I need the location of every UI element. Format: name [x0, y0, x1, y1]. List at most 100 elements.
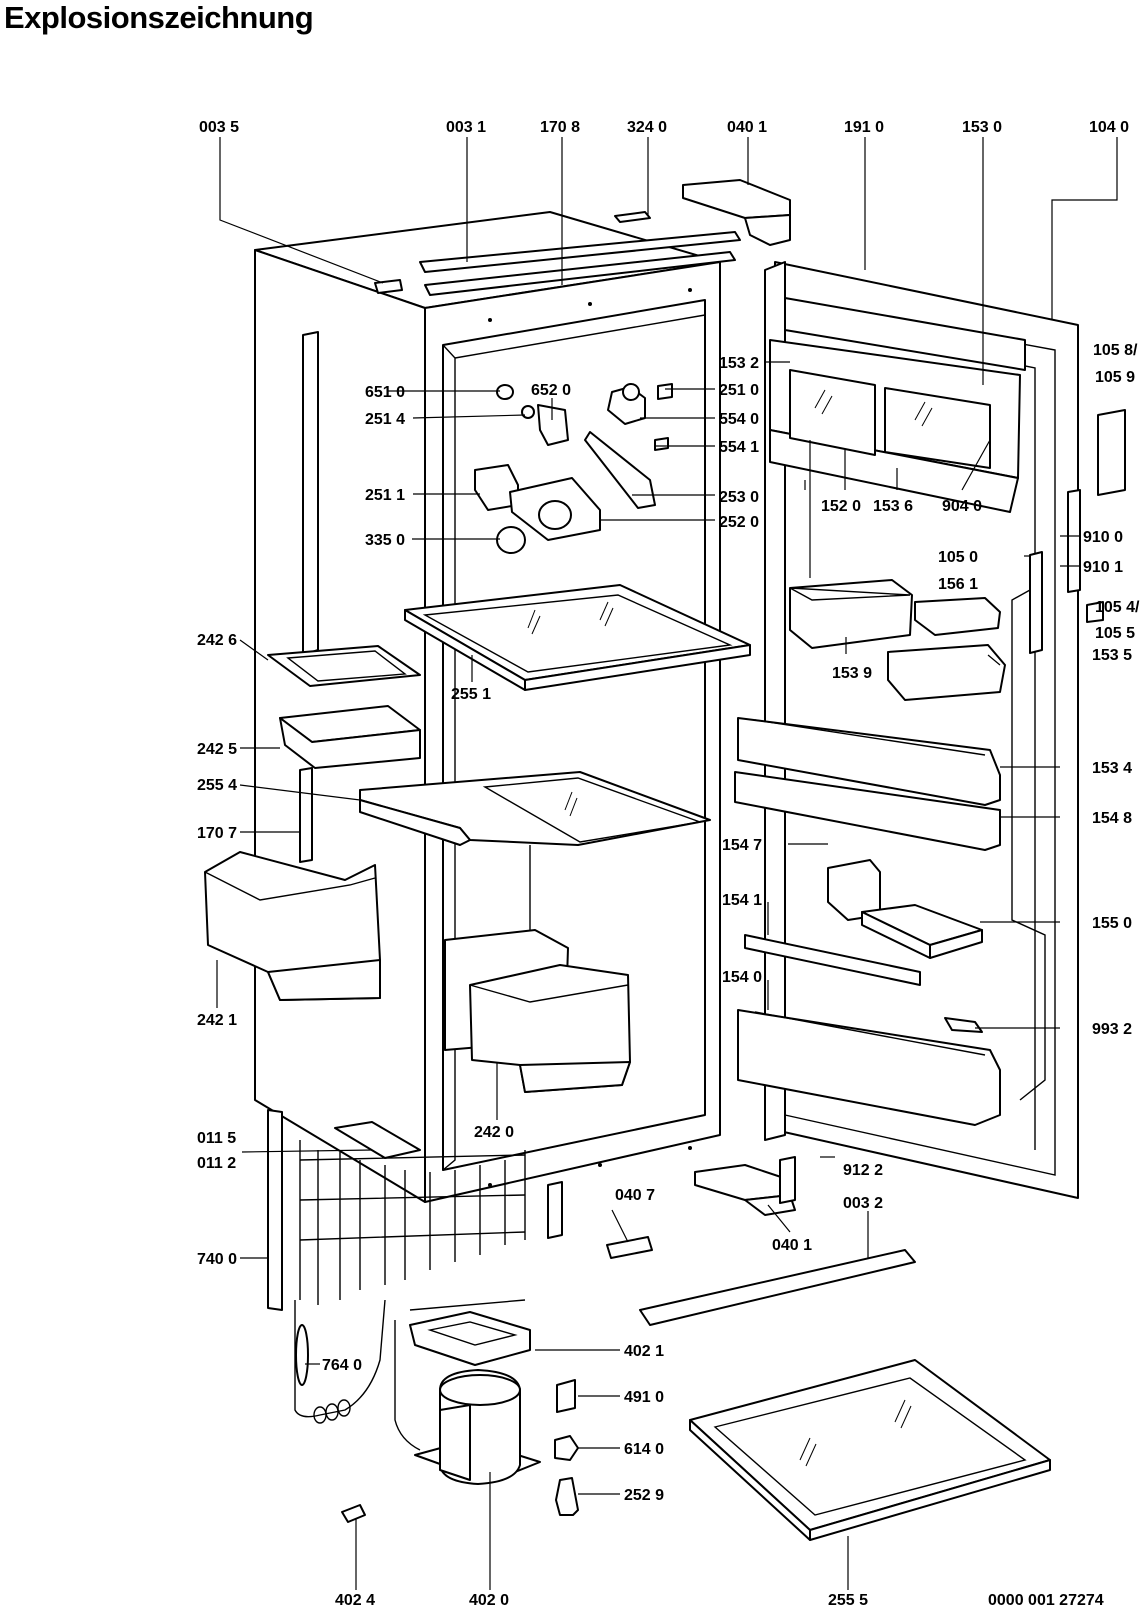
upper-hinge [682, 179, 791, 246]
small-box [914, 597, 1001, 636]
label-652-0: 652 0 [531, 382, 571, 399]
label-011-5: 011 5 [197, 1130, 236, 1147]
label-242-6: 242 6 [197, 632, 237, 649]
door-strip [1029, 551, 1043, 654]
door-handle-part [1097, 409, 1126, 496]
label-904-0: 904 0 [942, 498, 982, 515]
hinge-cover-small [614, 211, 651, 223]
label-491-0: 491 0 [624, 1389, 664, 1406]
glass-shelf-bottom [689, 1359, 1051, 1541]
label-191-0: 191 0 [844, 119, 884, 136]
label-105-5: 105 5 [1095, 625, 1135, 642]
drawing-number: 0000 001 27274 [988, 1592, 1104, 1608]
label-255-1: 255 1 [451, 686, 491, 703]
glass-shelf-upper [404, 584, 751, 691]
door-hinge-part [1067, 489, 1081, 593]
capillary-tube [294, 1299, 386, 1424]
label-105-9: 105 9 [1095, 369, 1135, 386]
label-152-0: 152 0 [821, 498, 861, 515]
label-242-1: 242 1 [197, 1012, 237, 1029]
crisper-cover [267, 645, 421, 687]
label-154-7: 154 7 [722, 837, 762, 854]
label-402-0: 402 0 [469, 1592, 509, 1608]
label-153-4: 153 4 [1092, 760, 1132, 777]
label-104-0: 104 0 [1089, 119, 1129, 136]
label-910-0: 910 0 [1083, 529, 1123, 546]
label-251-1: 251 1 [365, 487, 405, 504]
label-252-9: 252 9 [624, 1487, 664, 1504]
label-154-1: 154 1 [722, 892, 762, 909]
label-040-1-top: 040 1 [727, 119, 767, 136]
connector [555, 1477, 579, 1516]
label-242-0: 242 0 [474, 1124, 514, 1141]
label-040-1-bottom: 040 1 [772, 1237, 812, 1254]
label-335-0: 335 0 [365, 532, 405, 549]
label-105-0: 105 0 [938, 549, 978, 566]
compressor [394, 1299, 541, 1485]
label-154-8: 154 8 [1092, 810, 1132, 827]
toe-strip [639, 1249, 916, 1326]
label-740-0: 740 0 [197, 1251, 237, 1268]
label-993-2: 993 2 [1092, 1021, 1132, 1038]
label-251-0: 251 0 [719, 382, 759, 399]
label-554-1: 554 1 [719, 439, 759, 456]
clip-small [341, 1504, 366, 1523]
door-light-part [944, 1017, 983, 1033]
label-253-0: 253 0 [719, 489, 759, 506]
condenser [267, 1109, 563, 1311]
label-170-8: 170 8 [540, 119, 580, 136]
label-156-1: 156 1 [938, 576, 978, 593]
label-011-2: 011 2 [197, 1155, 236, 1172]
label-153-2: 153 2 [719, 355, 759, 372]
label-003-1: 003 1 [446, 119, 486, 136]
label-153-0: 153 0 [962, 119, 1002, 136]
label-324-0: 324 0 [627, 119, 667, 136]
control-parts [474, 383, 673, 554]
door-rack [734, 771, 1001, 851]
label-402-1: 402 1 [624, 1343, 664, 1360]
label-105-8: 105 8/ [1093, 342, 1138, 359]
label-255-5: 255 5 [828, 1592, 868, 1608]
label-402-4: 402 4 [335, 1592, 375, 1608]
tray [279, 705, 421, 769]
vegetable-bin-left [204, 851, 381, 1001]
relay [556, 1379, 576, 1413]
label-251-4: 251 4 [365, 411, 405, 428]
door-bin-large [737, 717, 1001, 806]
label-912-2: 912 2 [843, 1162, 883, 1179]
label-040-7: 040 7 [615, 1187, 655, 1204]
lower-hinge [694, 1156, 796, 1216]
label-003-5: 003 5 [199, 119, 239, 136]
label-170-7: 170 7 [197, 825, 237, 842]
label-910-1: 910 1 [1083, 559, 1123, 576]
label-651-0: 651 0 [365, 384, 405, 401]
label-764-0: 764 0 [322, 1357, 362, 1374]
glass-shelf-split [359, 771, 711, 930]
egg-tray-box [789, 579, 913, 649]
label-614-0: 614 0 [624, 1441, 664, 1458]
small-bin [887, 644, 1006, 701]
top-clip [374, 279, 403, 294]
vegetable-bin-right [444, 929, 631, 1093]
label-155-0: 155 0 [1092, 915, 1132, 932]
part-labels: 003 5 003 1 170 8 324 0 040 1 191 0 153 … [197, 119, 1140, 1608]
clip [554, 1435, 579, 1461]
door-bin-bottom [737, 1009, 1001, 1126]
door-small-part [1086, 601, 1104, 623]
label-105-4: 105 4/ [1095, 599, 1140, 616]
compressor-mount [409, 1311, 531, 1366]
label-153-5: 153 5 [1092, 647, 1132, 664]
dairy-compartment [769, 297, 1026, 513]
diagram-title: Explosionszeichnung [4, 0, 314, 35]
label-003-2: 003 2 [843, 1195, 883, 1212]
label-554-0: 554 0 [719, 411, 759, 428]
base-part [606, 1236, 653, 1259]
label-242-5: 242 5 [197, 741, 237, 758]
top-rails [419, 231, 741, 296]
label-154-0: 154 0 [722, 969, 762, 986]
label-255-4: 255 4 [197, 777, 237, 794]
divider-bar [744, 934, 921, 986]
label-153-6: 153 6 [873, 498, 913, 515]
base-plate [334, 1121, 421, 1159]
